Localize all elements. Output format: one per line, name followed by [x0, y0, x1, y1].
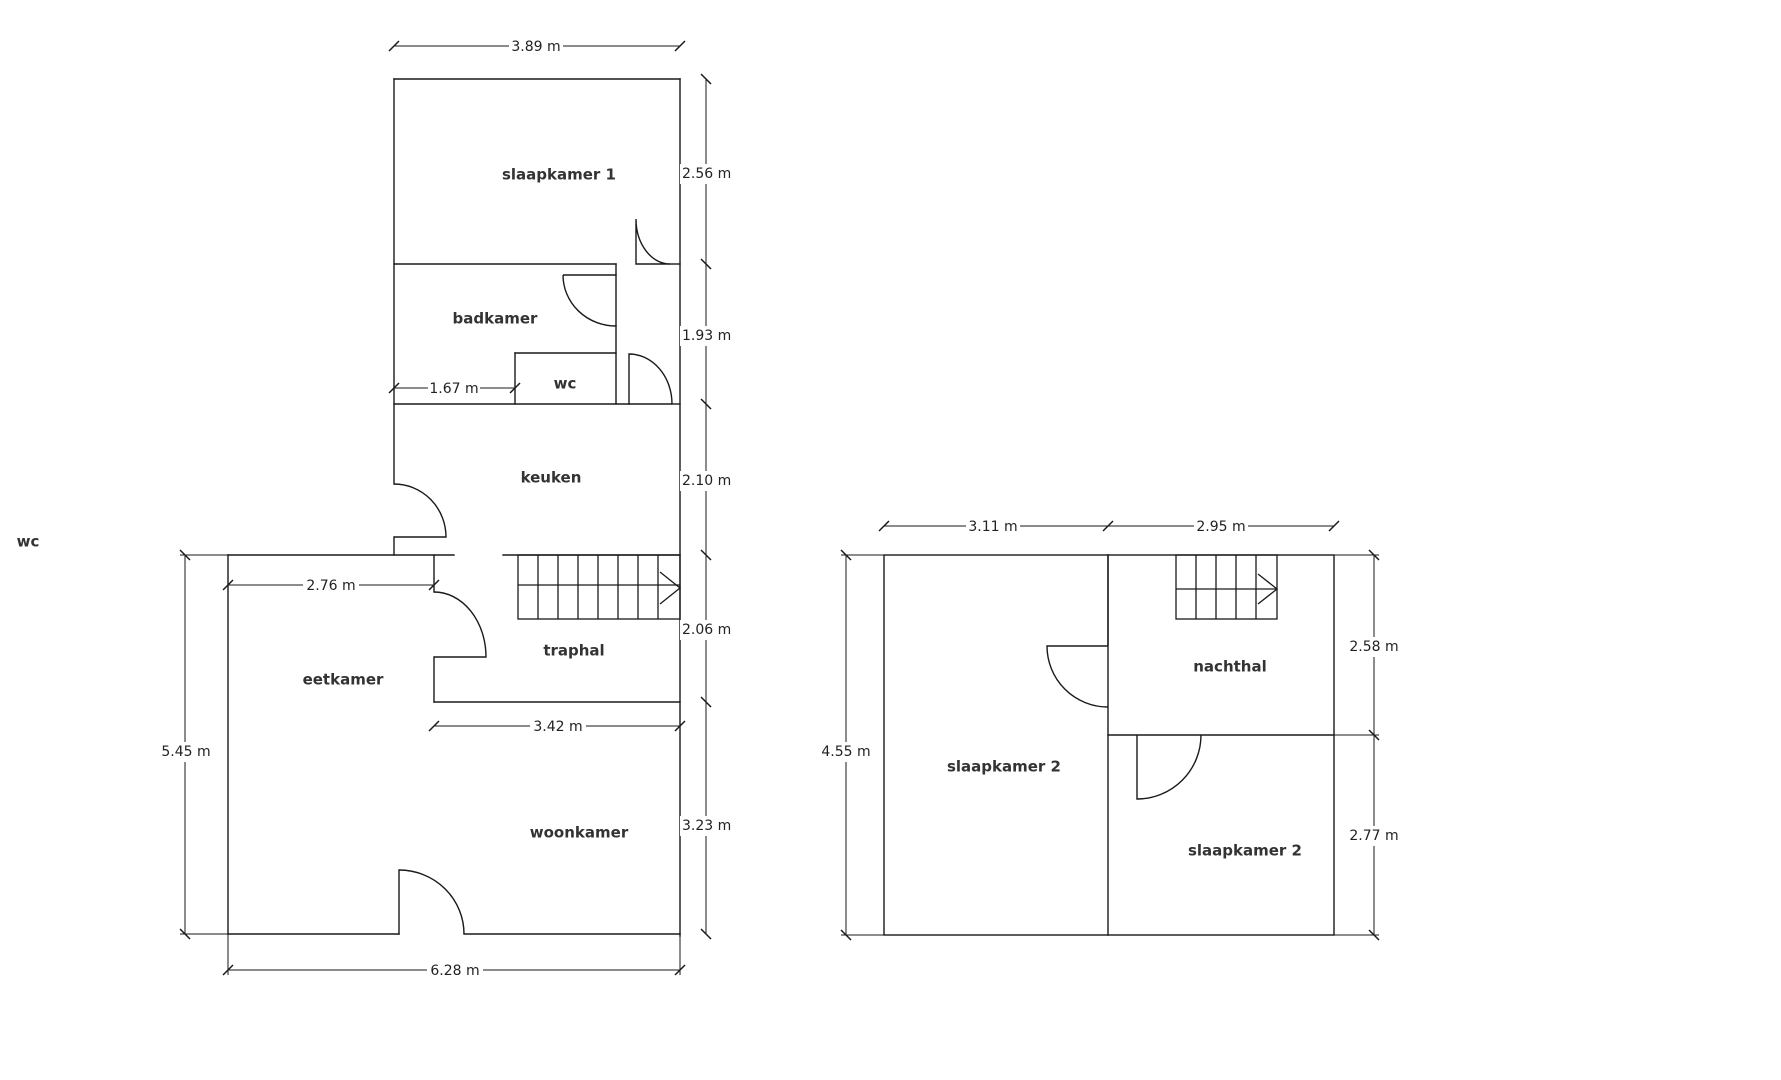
first-floor-doors [1046, 645, 1202, 800]
room-label-slaapkamer-2-left: slaapkamer 2 [947, 758, 1061, 776]
first-floor-stairs [1175, 554, 1279, 620]
dim-total-depth: 4.55 m [821, 744, 870, 760]
ground-floor-dimension-lines [179, 40, 712, 976]
dim-badkamer-depth: 1.93 m [682, 328, 731, 344]
door-woonkamer [398, 869, 465, 935]
door-badkamer [562, 274, 617, 327]
dim-bottom-width: 6.28 m [430, 963, 479, 979]
door-eetkamer [433, 591, 487, 658]
ground-floor-dimension-labels: 3.89 m 2.56 m 1.93 m 1.67 m 2.10 m 2.06 … [160, 38, 731, 979]
room-label-woonkamer: woonkamer [530, 824, 629, 842]
room-label-eetkamer: eetkamer [303, 671, 384, 689]
door-keuken [393, 483, 447, 538]
room-label-keuken: keuken [521, 469, 582, 487]
door-wc [628, 353, 673, 405]
stair-direction-arrow-icon [659, 571, 682, 605]
dim-slaapkamer-2-depth: 2.77 m [1349, 828, 1398, 844]
dim-keuken-depth: 2.10 m [682, 473, 731, 489]
dim-slaapkamer-1-depth: 2.56 m [682, 166, 731, 182]
door-slaapkamer-1 [635, 218, 671, 265]
first-floor-dimension-labels: 3.11 m 2.95 m 4.55 m 2.58 m 2.77 m [818, 517, 1402, 846]
room-label-slaapkamer-1: slaapkamer 1 [502, 166, 616, 184]
room-label-traphal: traphal [543, 642, 604, 660]
room-label-wc: wc [554, 375, 577, 393]
dim-traphal-depth: 2.06 m [682, 622, 731, 638]
dim-traphal-width: 3.42 m [533, 719, 582, 735]
ground-floor-walls [227, 78, 681, 937]
room-label-slaapkamer-2-right: slaapkamer 2 [1188, 842, 1302, 860]
first-floor-dimension-lines [840, 520, 1380, 941]
stair-direction-arrow-icon [1257, 573, 1279, 605]
ground-floor-stairs [517, 554, 682, 620]
first-floor-room-labels: nachthal slaapkamer 2 slaapkamer 2 [947, 658, 1302, 860]
dim-right-width: 2.95 m [1196, 519, 1245, 535]
door-slaapkamer-2-left [1046, 645, 1109, 708]
dim-eetkamer-width: 2.76 m [306, 578, 355, 594]
room-label-nachthal: nachthal [1193, 658, 1266, 676]
dim-top-width: 3.89 m [511, 39, 560, 55]
ground-floor-room-labels: slaapkamer 1 badkamer wc keuken traphal … [303, 166, 629, 842]
door-slaapkamer-2-right [1136, 734, 1202, 800]
dim-left-depth: 5.45 m [161, 744, 210, 760]
dim-woonkamer-depth: 3.23 m [682, 818, 731, 834]
first-floor-walls [883, 554, 1335, 936]
room-label-badkamer: badkamer [453, 310, 538, 328]
dim-left-width: 3.11 m [968, 519, 1017, 535]
stray-wc-label: wc [17, 533, 40, 551]
dim-badkamer-width: 1.67 m [429, 381, 478, 397]
ground-floor-plan: slaapkamer 1 badkamer wc keuken traphal … [160, 38, 731, 979]
dim-nachthal-depth: 2.58 m [1349, 639, 1398, 655]
ground-floor-doors [393, 218, 673, 935]
first-floor-plan: nachthal slaapkamer 2 slaapkamer 2 3.11 … [818, 517, 1402, 941]
